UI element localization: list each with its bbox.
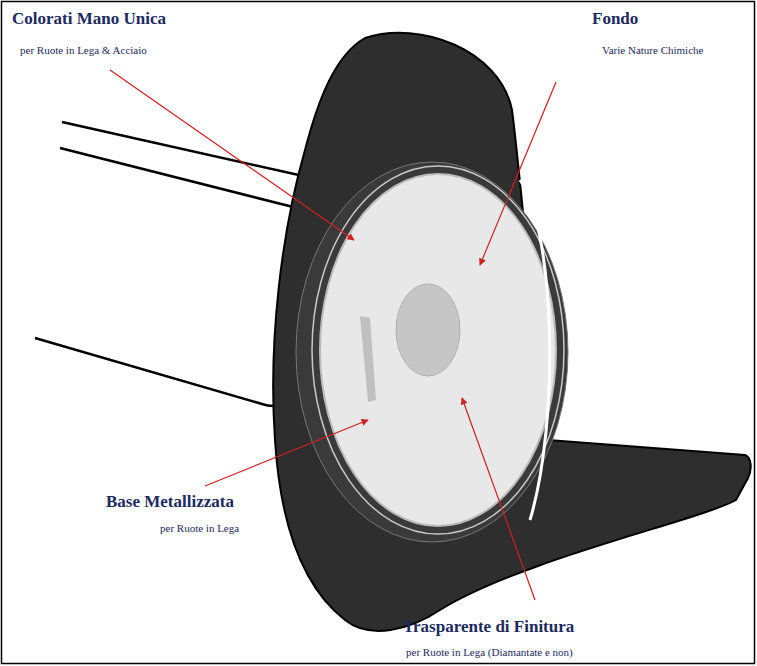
coating-note: Varie Nature Chimiche	[602, 44, 703, 56]
rim-highlight	[520, 180, 550, 520]
leader-lines	[110, 70, 556, 600]
rim-edge	[312, 166, 564, 534]
coating-name: Trasparente di Finitura	[403, 618, 574, 637]
coating-note: per Ruote in Lega & Acciaio	[20, 44, 147, 56]
wheel-hub	[396, 284, 460, 376]
coating-name: Colorati Mano Unica	[12, 10, 166, 29]
coating-note: per Ruote in Lega (Diamantate e non)	[406, 646, 573, 658]
coating-name: Base Metallizzata	[106, 493, 234, 512]
coating-note: per Ruote in Lega	[160, 522, 239, 534]
wheel-arch	[273, 33, 751, 631]
rim-reflection	[360, 316, 376, 402]
tyre	[296, 162, 568, 542]
wheel-rim	[320, 174, 556, 526]
coating-name: Fondo	[592, 10, 638, 29]
